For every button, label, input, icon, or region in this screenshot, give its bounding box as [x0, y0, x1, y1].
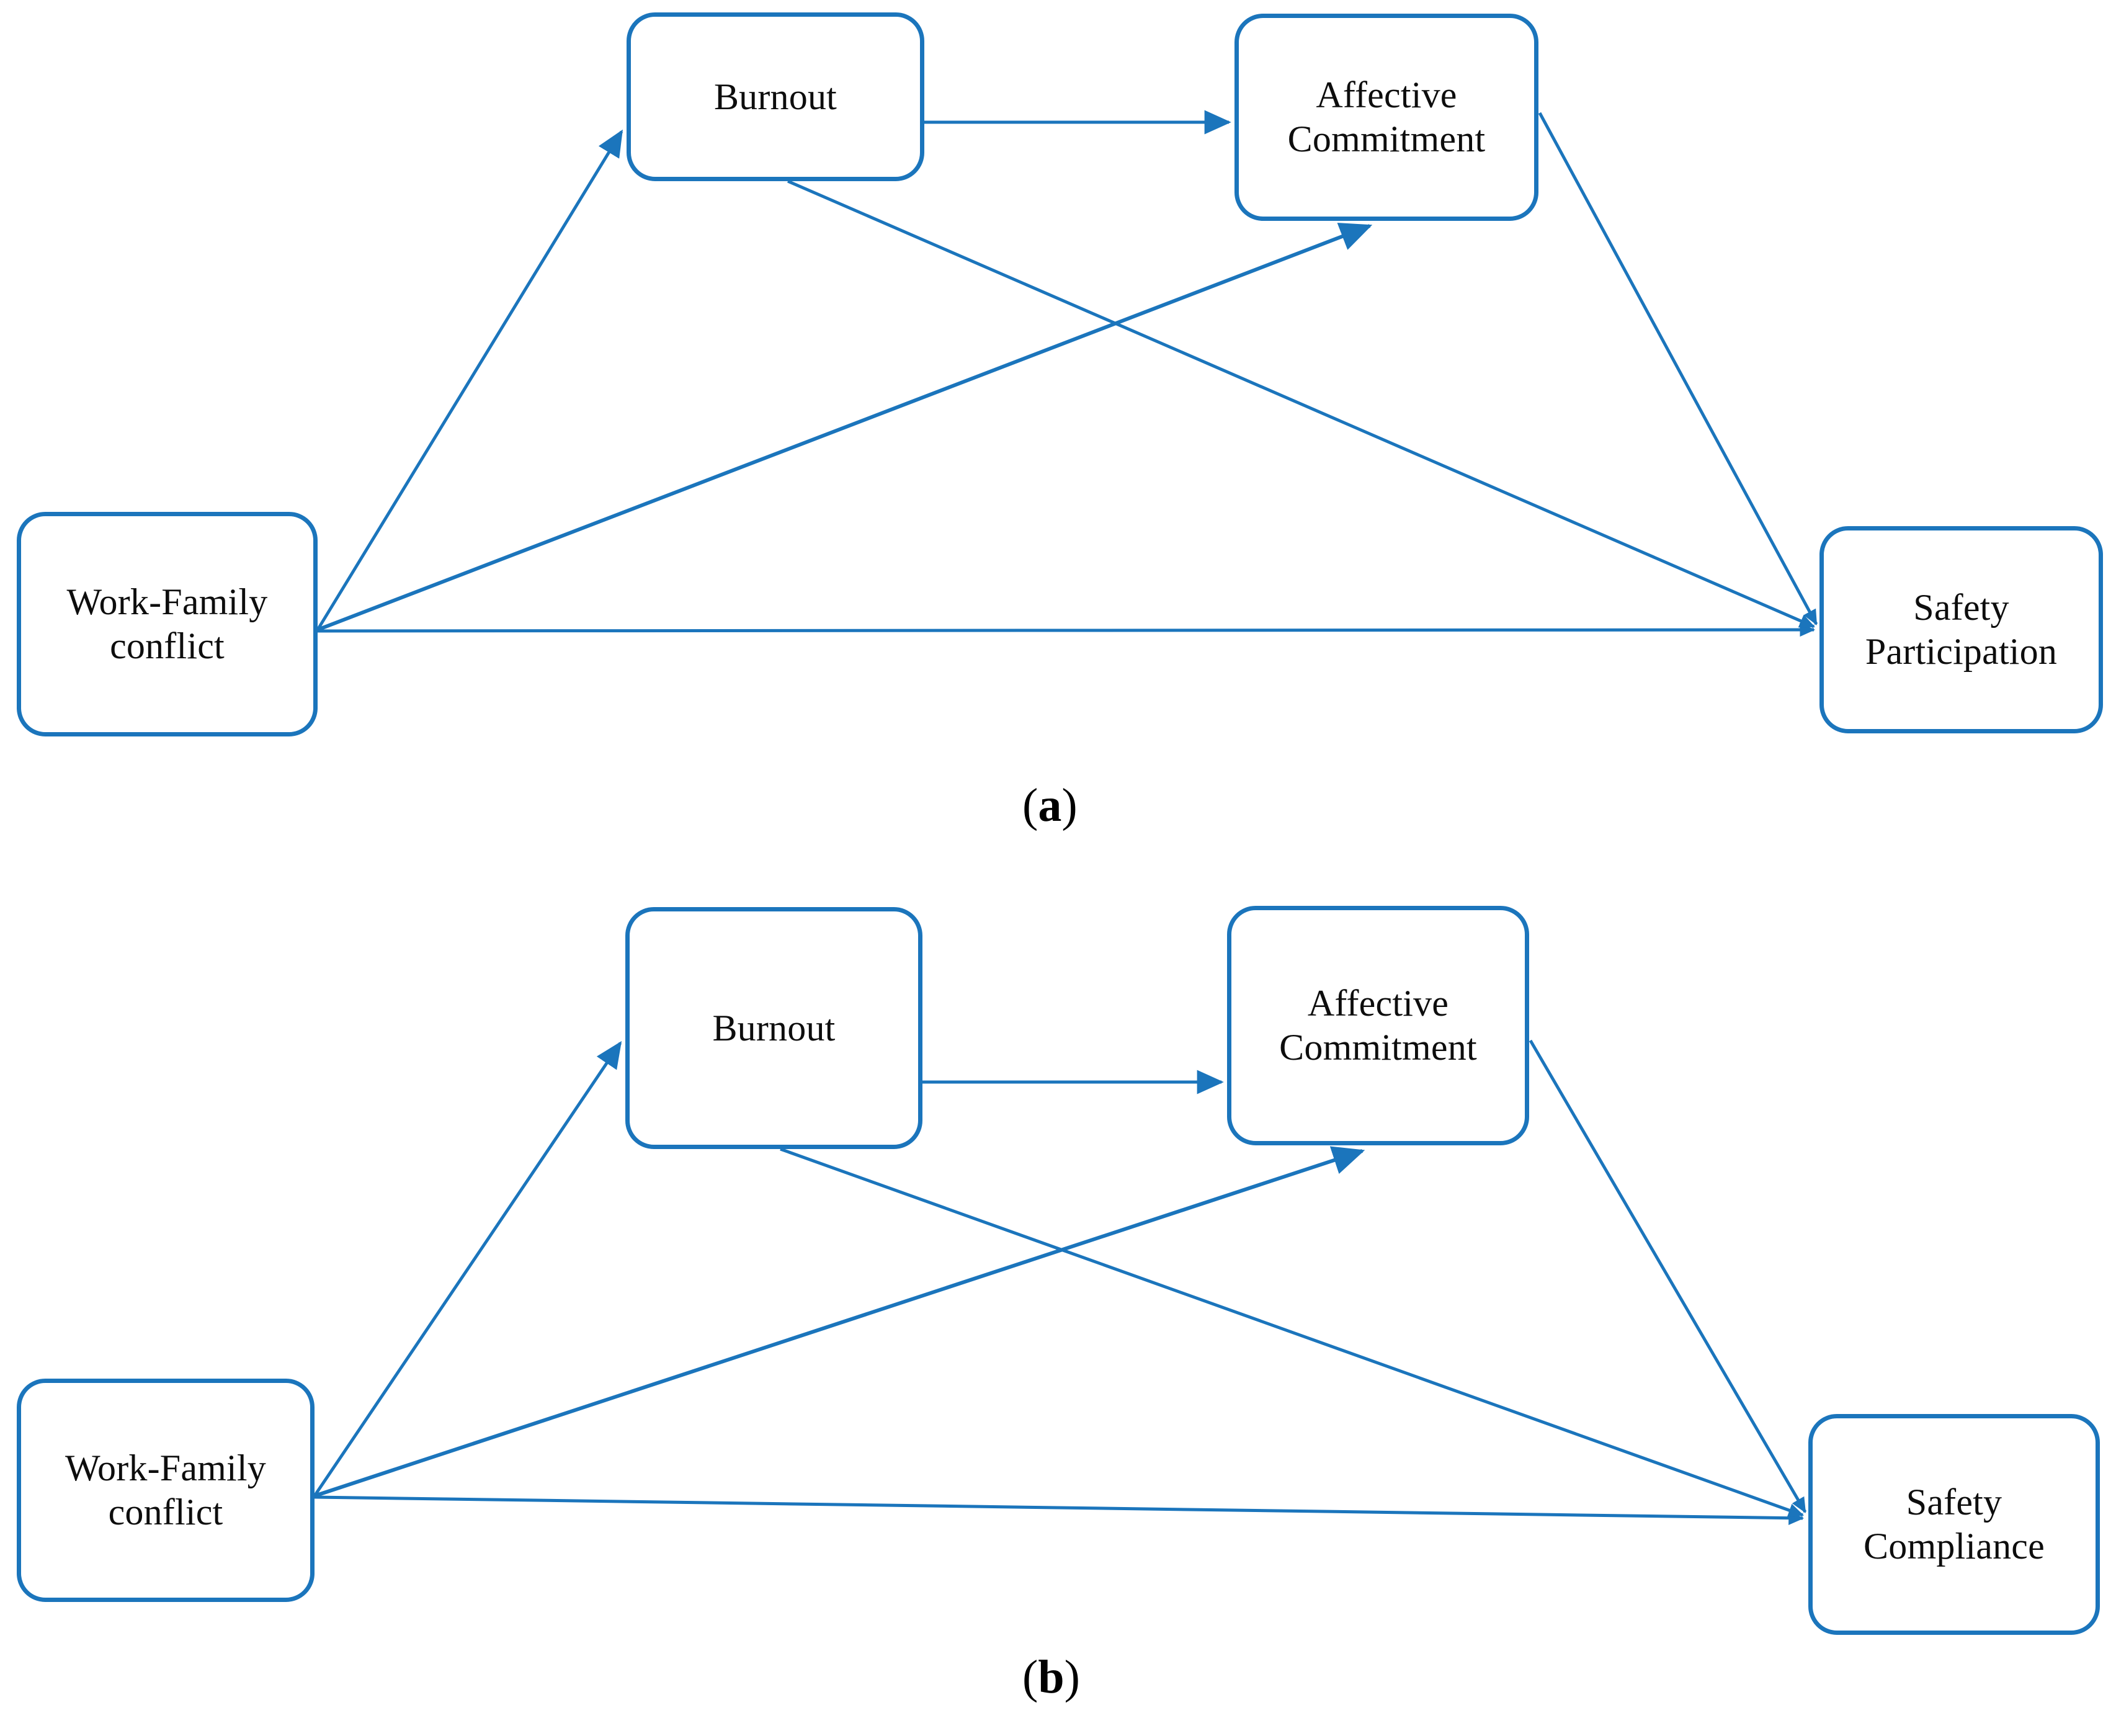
caption-paren-close: ) [1064, 1651, 1080, 1703]
node-work-family-conflict-a[interactable]: Work-Family conflict [17, 512, 318, 736]
caption-letter: a [1038, 779, 1062, 831]
node-label: Safety Participation [1865, 587, 2058, 672]
node-label: Safety Compliance [1864, 1482, 2045, 1567]
node-affective-commitment-b[interactable]: Affective Commitment [1227, 906, 1529, 1145]
node-affective-commitment-a[interactable]: Affective Commitment [1234, 14, 1538, 221]
node-label: Burnout [713, 76, 837, 117]
edge-wfc-to-outcome [317, 622, 1816, 637]
edge-wfc-to-outcome [314, 1495, 1805, 1525]
node-safety-participation-a[interactable]: Safety Participation [1819, 526, 2103, 733]
node-safety-compliance-b[interactable]: Safety Compliance [1808, 1414, 2100, 1635]
caption-paren-close: ) [1061, 779, 1078, 831]
panel-a: Burnout Affective Commitment Work-Family… [17, 12, 2103, 736]
panel-a-edges [316, 110, 1818, 637]
edge-burnout-to-outcome [787, 179, 1815, 629]
panel-b-edges [313, 1039, 1807, 1525]
node-label: Work-Family conflict [65, 1447, 266, 1532]
edge-burnout-to-outcome [780, 1147, 1805, 1517]
caption-paren-open: ( [1022, 779, 1038, 831]
panel-b: Burnout Affective Commitment Work-Family… [0, 868, 2116, 1736]
edge-wfc-to-affective [316, 223, 1373, 632]
node-label: Burnout [712, 1007, 836, 1049]
panel-b-caption: (b) [1022, 1650, 1080, 1704]
node-burnout-b[interactable]: Burnout [625, 907, 922, 1149]
edge-wfc-to-burnout [316, 129, 623, 631]
edge-wfc-to-burnout [313, 1040, 622, 1497]
edge-affective-to-outcome [1538, 112, 1818, 625]
node-label: Affective Commitment [1287, 74, 1486, 159]
caption-paren-open: ( [1022, 1651, 1038, 1703]
panel-a-caption: (a) [1022, 779, 1078, 833]
node-label: Affective Commitment [1279, 983, 1477, 1068]
edge-wfc-to-affective [314, 1146, 1365, 1498]
edge-affective-to-outcome [1529, 1039, 1807, 1513]
node-label: Work-Family conflict [66, 581, 268, 666]
node-work-family-conflict-b[interactable]: Work-Family conflict [17, 1379, 315, 1602]
node-burnout-a[interactable]: Burnout [627, 12, 924, 181]
caption-letter: b [1038, 1651, 1065, 1703]
